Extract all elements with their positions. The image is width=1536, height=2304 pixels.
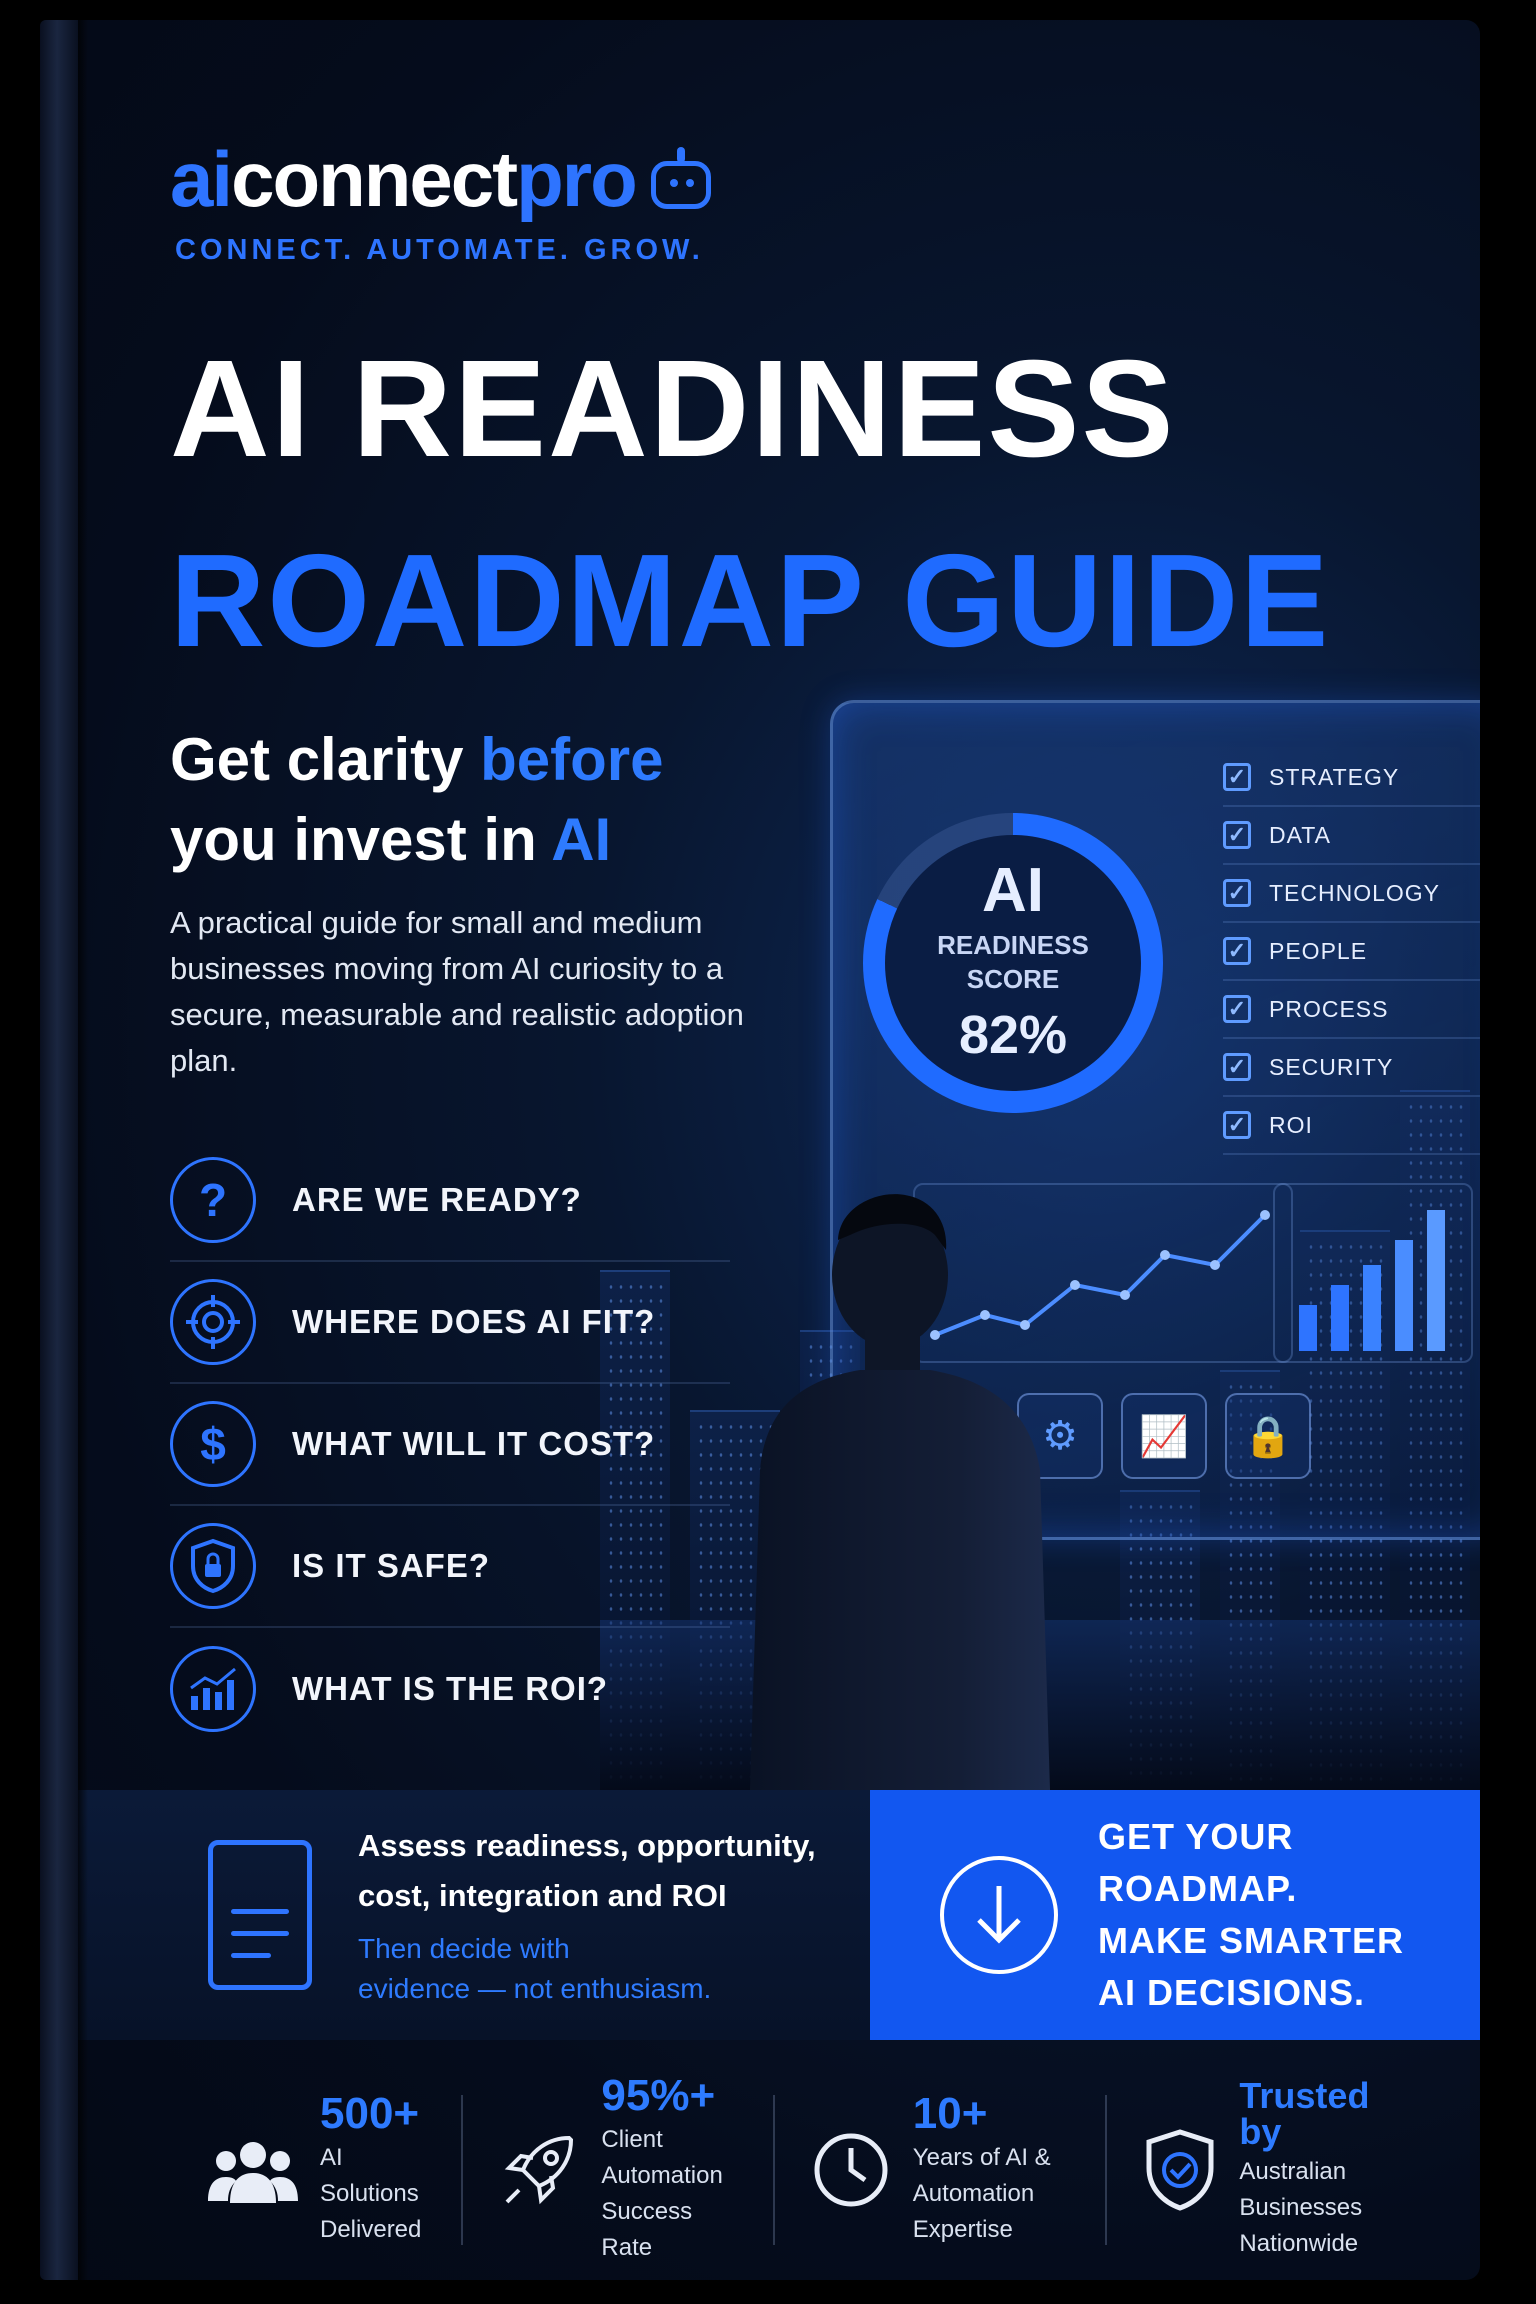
question-list: ? ARE WE READY? WHERE DOES AI FIT? $ WHA… xyxy=(170,1140,730,1750)
brand-tagline: CONNECT. AUTOMATE. GROW. xyxy=(175,234,704,266)
shield-lock-icon xyxy=(170,1523,256,1609)
clock-icon xyxy=(811,2125,891,2215)
logo-ai: ai xyxy=(170,135,233,223)
document-icon xyxy=(208,1840,312,1990)
rocket-icon xyxy=(499,2125,579,2215)
title-line-1: AI READINESS xyxy=(170,332,1176,486)
checklist-item: ✓SECURITY xyxy=(1223,1039,1480,1097)
checklist-item: ✓TECHNOLOGY xyxy=(1223,865,1480,923)
dollar-icon: $ xyxy=(170,1401,256,1487)
book-cover: aiconnectpro CONNECT. AUTOMATE. GROW. AI… xyxy=(40,20,1480,2280)
assessment-text: Assess readiness, opportunity,cost, inte… xyxy=(358,1828,816,1913)
ring-ai-label: AI xyxy=(982,856,1044,925)
robot-icon xyxy=(646,147,716,211)
bar-chart xyxy=(1273,1183,1473,1363)
description: A practical guide for small and medium b… xyxy=(170,905,744,1078)
growth-chart-icon xyxy=(170,1646,256,1732)
spine-shadow xyxy=(78,20,88,2280)
checklist-item: ✓PROCESS xyxy=(1223,981,1480,1039)
checkbox-icon: ✓ xyxy=(1223,1053,1251,1081)
businessman-silhouette xyxy=(730,1180,1060,1790)
checkbox-icon: ✓ xyxy=(1223,879,1251,907)
question-label: WHERE DOES AI FIT? xyxy=(292,1303,656,1340)
checklist-item: ✓STRATEGY xyxy=(1223,749,1480,807)
readiness-score: 82% xyxy=(958,1005,1068,1065)
readiness-checklist: ✓STRATEGY ✓DATA ✓TECHNOLOGY ✓PEOPLE ✓PRO… xyxy=(1223,749,1480,1155)
growth-chart-icon: 📈 xyxy=(1121,1393,1207,1479)
checkbox-icon: ✓ xyxy=(1223,763,1251,791)
brand-logo: aiconnectpro xyxy=(170,140,716,218)
question-row: WHAT IS THE ROI? xyxy=(170,1628,730,1750)
logo-pro: pro xyxy=(516,135,638,223)
question-label: IS IT SAFE? xyxy=(292,1547,491,1584)
question-row: $ WHAT WILL IT COST? xyxy=(170,1384,730,1506)
checkbox-icon: ✓ xyxy=(1223,995,1251,1023)
lock-icon: 🔒 xyxy=(1225,1393,1311,1479)
checkbox-icon: ✓ xyxy=(1223,1111,1251,1139)
title-line-2: ROADMAP GUIDE xyxy=(170,527,1331,674)
checklist-item: ✓PEOPLE xyxy=(1223,923,1480,981)
question-label: ARE WE READY? xyxy=(292,1181,582,1218)
checkbox-icon: ✓ xyxy=(1223,937,1251,965)
question-icon: ? xyxy=(170,1157,256,1243)
info-band: Assess readiness, opportunity,cost, inte… xyxy=(78,1790,1480,2040)
shield-check-icon xyxy=(1143,2125,1217,2215)
checklist-item: ✓ROI xyxy=(1223,1097,1480,1155)
question-label: WHAT IS THE ROI? xyxy=(292,1670,609,1707)
stat-item: 10+ Years of AI &Automation Expertise xyxy=(811,2092,1108,2245)
target-icon xyxy=(170,1279,256,1365)
checkbox-icon: ✓ xyxy=(1223,821,1251,849)
subtitle: Get clarity before you invest in AI xyxy=(170,726,664,873)
download-arrow-icon[interactable] xyxy=(940,1856,1058,1974)
logo-connect: connect xyxy=(231,135,518,223)
team-icon xyxy=(208,2125,298,2215)
book-spine xyxy=(40,20,78,2280)
question-row: ? ARE WE READY? xyxy=(170,1140,730,1262)
assessment-panel: Assess readiness, opportunity,cost, inte… xyxy=(78,1790,870,2040)
question-label: WHAT WILL IT COST? xyxy=(292,1425,656,1462)
question-row: WHERE DOES AI FIT? xyxy=(170,1262,730,1384)
checklist-item: ✓DATA xyxy=(1223,807,1480,865)
question-row: IS IT SAFE? xyxy=(170,1506,730,1628)
